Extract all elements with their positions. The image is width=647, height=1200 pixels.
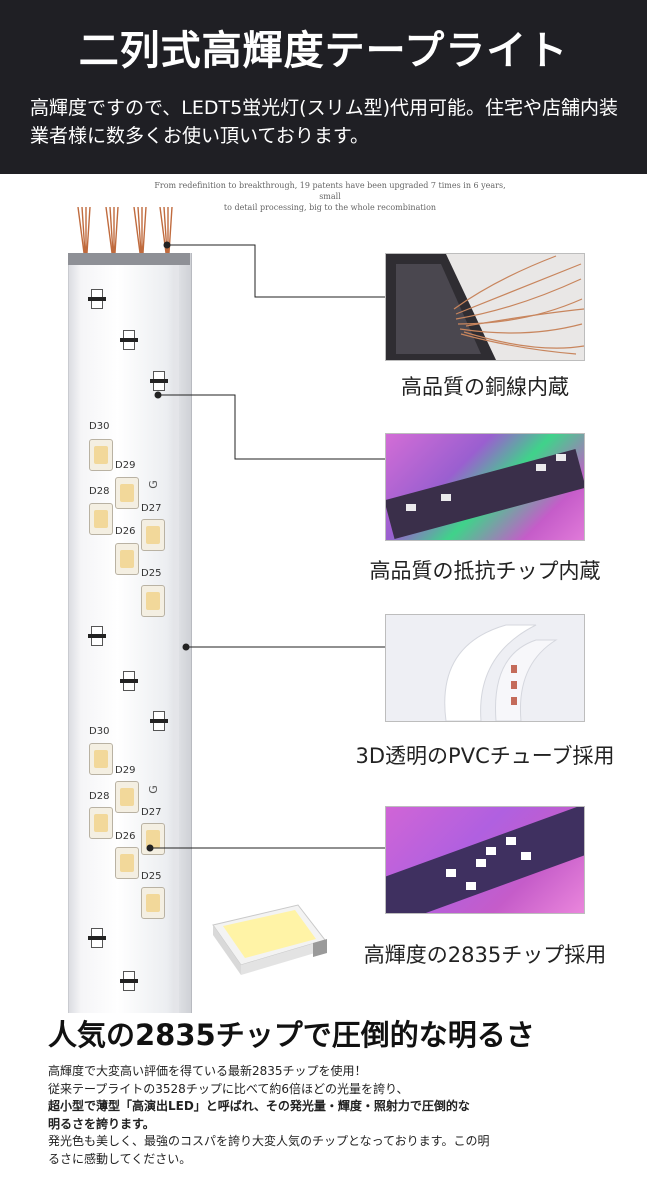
header-banner: 二列式高輝度テープライト 高輝度ですので、LEDT5蛍光灯(スリム型)代用可能。… bbox=[0, 0, 647, 174]
led-label: D25 bbox=[141, 568, 162, 579]
feature-caption-copper: 高品質の銅線内蔵 bbox=[401, 375, 569, 399]
tagline-line-2: to detail processing, big to the whole r… bbox=[223, 203, 437, 212]
led-chip-icon bbox=[115, 543, 139, 575]
led-label: D29 bbox=[115, 765, 136, 776]
led-chip-icon bbox=[141, 519, 165, 551]
led-chip-icon bbox=[115, 477, 139, 509]
led-chip-icon bbox=[141, 823, 165, 855]
led-chip-icon bbox=[89, 439, 113, 471]
header-subtitle: 高輝度ですので、LEDT5蛍光灯(スリム型)代用可能。住宅や店舗内装業者様に数多… bbox=[30, 97, 618, 147]
led-label: D28 bbox=[89, 791, 110, 802]
pvc-tube-photo bbox=[385, 614, 585, 722]
led-chip-icon bbox=[115, 847, 139, 879]
resistor-icon bbox=[120, 330, 138, 350]
body-line-bold: 超小型で薄型「高演出LED」と呼ばれ、その発光量・輝度・照射力で圧倒的な bbox=[48, 1099, 470, 1113]
led-chip-icon bbox=[89, 807, 113, 839]
resistor-icon bbox=[88, 289, 106, 309]
g-mark: G bbox=[146, 480, 160, 489]
resistor-icon bbox=[88, 626, 106, 646]
strip-edge-rail bbox=[173, 265, 179, 1013]
led-chip-icon bbox=[115, 781, 139, 813]
description-body: 高輝度で大変高い評価を得ている最新2835チップを使用！ 従来テープライトの35… bbox=[48, 1063, 628, 1168]
led-chip-icon bbox=[89, 743, 113, 775]
g-mark: G bbox=[146, 785, 160, 794]
led-label: D25 bbox=[141, 871, 162, 882]
led-chip-icon bbox=[89, 503, 113, 535]
strip-end-cap bbox=[68, 253, 190, 265]
led-label: D30 bbox=[89, 421, 110, 432]
led-label: D26 bbox=[115, 526, 136, 537]
resistor-icon bbox=[150, 371, 168, 391]
body-line: るさに感動してください。 bbox=[48, 1151, 192, 1166]
led-label: D29 bbox=[115, 460, 136, 471]
smd-2835-chip-illustration bbox=[212, 904, 327, 975]
body-line: 従来テープライトの3528チップに比べて約6倍ほどの光量を誇り、 bbox=[48, 1081, 409, 1096]
2835-chip-photo bbox=[385, 806, 585, 914]
tagline: From redefinition to breakthrough, 19 pa… bbox=[150, 180, 510, 213]
led-chip-icon bbox=[141, 585, 165, 617]
copper-wires-illustration bbox=[77, 207, 173, 254]
body-line: 高輝度で大変高い評価を得ている最新2835チップを使用！ bbox=[48, 1064, 367, 1078]
led-label: D26 bbox=[115, 831, 136, 842]
body-line-bold: 明るさを誇ります。 bbox=[48, 1116, 155, 1131]
led-chip-icon bbox=[141, 887, 165, 919]
feature-caption-resistor: 高品質の抵抗チップ内蔵 bbox=[369, 559, 601, 583]
resistor-icon bbox=[120, 671, 138, 691]
page-title: 二列式高輝度テープライト bbox=[78, 28, 569, 74]
resistor-icon bbox=[88, 928, 106, 948]
resistor-icon bbox=[120, 971, 138, 991]
led-label: D28 bbox=[89, 486, 110, 497]
body-line: 発光色も美しく、最強のコスパを誇り大変人気のチップとなっております。この明 bbox=[48, 1134, 490, 1148]
section-headline: 人気の2835チップで圧倒的な明るさ bbox=[48, 1018, 535, 1052]
led-label: D27 bbox=[141, 503, 162, 514]
resistor-icon bbox=[150, 711, 168, 731]
led-label: D27 bbox=[141, 807, 162, 818]
copper-wire-photo bbox=[385, 253, 585, 361]
feature-caption-2835: 高輝度の2835チップ採用 bbox=[363, 943, 607, 967]
rgb-led-resistor-photo bbox=[385, 433, 585, 541]
feature-caption-pvc: 3D透明のPVCチューブ採用 bbox=[355, 744, 615, 768]
led-strip-illustration: D30 D29 D28 G D27 D26 D25 D30 D29 D28 G … bbox=[68, 253, 192, 1013]
tagline-line-1: From redefinition to breakthrough, 19 pa… bbox=[154, 181, 506, 201]
led-label: D30 bbox=[89, 726, 110, 737]
